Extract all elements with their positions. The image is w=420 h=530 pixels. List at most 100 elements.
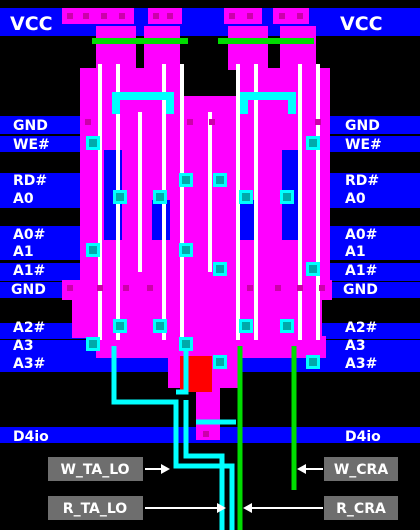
contact [187,119,193,125]
vcc-strap [148,8,182,24]
contact [247,285,253,291]
contact [83,13,89,19]
contact [147,285,153,291]
contact [297,13,303,19]
vcc-strap [62,8,134,24]
via-core [216,176,224,184]
vertical-stripe [208,112,212,272]
gate-bar [240,92,296,100]
rail-label-a1-left: A1 [13,244,34,260]
output-wire-r [183,400,225,530]
vertical-stripe [254,64,258,340]
diffusion-gap [240,200,258,240]
vertical-stripe [236,64,240,340]
via-layer [67,13,325,437]
tag-r-ta-lo: R_TA_LO [48,496,226,520]
rail-label-rd-left: RD# [13,173,47,189]
via-core [242,322,250,330]
contact [153,13,159,19]
rail-label-gnd-top-right: GND [345,118,380,134]
via-core [216,358,224,366]
rail-label-rd-right: RD# [345,173,379,189]
gate-bar [166,92,174,114]
tag-w-ta-lo: W_TA_LO [48,457,170,481]
rail-label-a1n-right: A1# [345,263,377,279]
rail-label-a0n-left: A0# [13,227,45,243]
vertical-stripe [138,112,142,272]
contact [319,285,325,291]
arrow-right-icon [217,503,226,513]
via-core [283,322,291,330]
contact [279,13,285,19]
gate-bar [218,38,314,44]
via-core [242,193,250,201]
vertical-stripe [298,64,302,340]
vertical-stripe [316,64,320,340]
wire-layer [92,38,314,530]
via-core [309,358,317,366]
gate-bar [112,92,172,100]
contact [275,285,281,291]
arrow-right-icon [161,464,170,474]
gate-bar [92,38,188,44]
rail-label-we-left: WE# [13,137,50,153]
diffusion-block [228,26,268,70]
rail-label-a0-left: A0 [13,191,34,207]
tag-label-w-ta-lo: W_TA_LO [60,462,129,478]
rail-label-we-right: WE# [345,137,382,153]
output-wire-w [111,346,235,530]
output-wire [176,346,189,395]
rail-label-a1-right: A1 [345,244,366,260]
contact [97,285,103,291]
vcc-strap [273,8,309,24]
rail-label-a0-right: A0 [345,191,366,207]
via-core [89,340,97,348]
arrow-left-icon [243,503,252,513]
via-core [182,340,190,348]
rail-label-gnd-mid-left: GND [11,282,46,298]
via-core [89,139,97,147]
rail-label-a3n-left: A3# [13,356,45,372]
contact [209,119,215,125]
rail-labels: GND GND WE# WE# RD# RD# A0 A0 A0# A0# A1… [11,118,382,445]
vcc-label-right: VCC [340,13,383,35]
tag-w-cra: W_CRA [297,457,398,481]
contact [123,285,129,291]
rail-label-gnd-mid-right: GND [343,282,378,298]
diffusion-gap [152,200,170,240]
diffusion-block [280,26,316,70]
diffusion-gnd-strap [62,280,332,300]
contact [119,13,125,19]
rail-label-a0n-right: A0# [345,227,377,243]
contact [203,431,209,437]
via-core [116,322,124,330]
tag-label-w-cra: W_CRA [334,462,388,478]
diffusion-lower [96,336,326,358]
contact [247,13,253,19]
gate-bar [288,92,296,114]
arrow-left-icon [297,464,306,474]
gate-bar [240,92,248,114]
via-core [116,193,124,201]
tag-r-cra: R_CRA [243,496,398,520]
contact [67,285,73,291]
rail-label-a2n-left: A2# [13,320,45,336]
via-core [182,246,190,254]
rail-label-d4io-left: D4io [13,429,49,445]
via-core [283,193,291,201]
diffusion-block [96,26,136,70]
rail-label-a2n-right: A2# [345,320,377,336]
rail-label-a3-left: A3 [13,338,34,354]
vertical-stripe [180,64,184,340]
contact [167,13,173,19]
rail-label-a3-right: A3 [345,338,366,354]
contact [315,119,321,125]
vertical-stripe [98,64,102,340]
contact [67,13,73,19]
rail-label-a3n-right: A3# [345,356,377,372]
via-core [182,176,190,184]
via-core [89,246,97,254]
gate-bar [112,92,120,114]
